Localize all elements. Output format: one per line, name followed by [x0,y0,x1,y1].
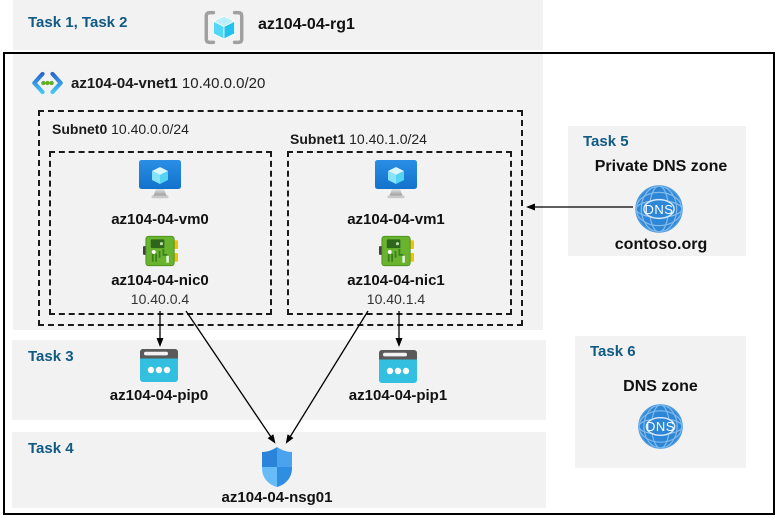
network-interface-icon [379,235,414,267]
task6-label: Task 6 [590,343,636,360]
resource-group-icon [201,9,247,46]
subnet0-cidr: 10.40.0.0/24 [111,121,189,137]
nic1-ip: 10.40.1.4 [366,291,426,307]
task5-label: Task 5 [583,133,629,150]
vm1-name: az104-04-vm1 [347,211,445,228]
private-dns-zone-name: contoso.org [614,236,708,253]
pip0-name: az104-04-pip0 [109,387,209,404]
task1-2-band [13,0,543,50]
subnet1-cidr: 10.40.1.0/24 [349,131,427,147]
vnet-cidr: 10.40.0.0/20 [181,75,266,92]
subnet1-name: Subnet1 [290,131,346,147]
network-interface-icon [143,235,178,267]
public-ip-icon [140,346,178,382]
dns-icon-text: DNS [644,201,674,217]
public-ip-icon [379,347,417,383]
nic1-name: az104-04-nic1 [347,272,445,289]
nic0-ip: 10.40.0.4 [130,291,190,307]
dns-zone-title: DNS zone [623,378,698,395]
dns-zone-icon: DNS [634,184,684,234]
pip1-name: az104-04-pip1 [348,387,448,404]
vnet-container [13,54,543,330]
dns-icon-text: DNS [646,419,675,434]
dns-zone-icon: DNS [637,403,684,450]
subnet0-name: Subnet0 [52,121,108,137]
virtual-network-icon [31,70,64,96]
network-security-group-icon [260,446,294,488]
subnet0-title: Subnet0 10.40.0.0/24 [52,121,189,137]
nic0-name: az104-04-nic0 [111,272,209,289]
task4-label: Task 4 [28,440,74,457]
virtual-machine-icon [374,159,418,201]
task1-2-label: Task 1, Task 2 [28,14,128,31]
resource-group-name: az104-04-rg1 [258,16,355,33]
virtual-machine-icon [138,159,182,201]
subnets-boundary [38,110,523,326]
task3-band [12,340,546,420]
vnet-title: az104-04-vnet1 10.40.0.0/20 [71,75,265,92]
private-dns-zone-title: Private DNS zone [594,158,728,175]
vm0-name: az104-04-vm0 [111,211,209,228]
subnet1-title: Subnet1 10.40.1.0/24 [290,131,427,147]
nsg-name: az104-04-nsg01 [221,489,333,506]
vnet-name: az104-04-vnet1 [71,75,178,92]
task3-label: Task 3 [28,348,74,365]
